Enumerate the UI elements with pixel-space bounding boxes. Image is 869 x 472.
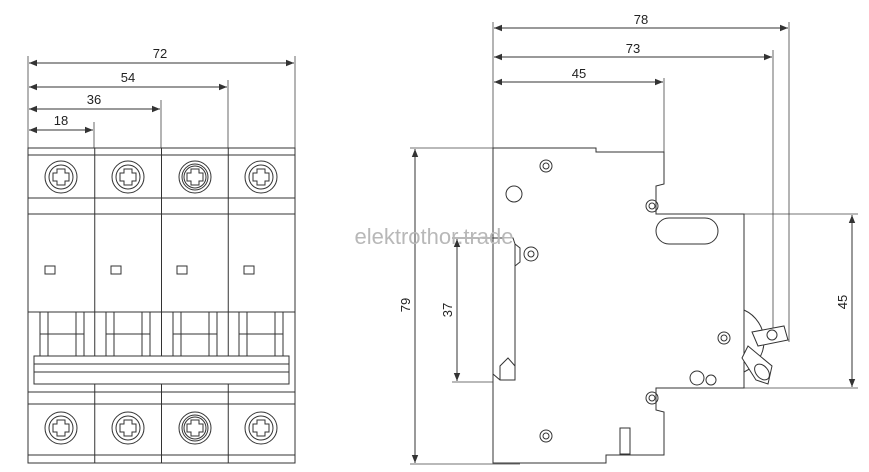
- hole-icon: [705, 374, 717, 386]
- screw-icon: [44, 160, 78, 194]
- screw-icon: [244, 411, 278, 445]
- indicator-windows: [44, 265, 255, 275]
- indicator-window: [176, 265, 188, 275]
- screw-icon: [178, 160, 212, 194]
- dim-label-78: 78: [634, 12, 648, 27]
- indicator-window: [110, 265, 122, 275]
- dim-label-45-top: 45: [572, 66, 586, 81]
- rivet-icon: [539, 429, 553, 443]
- dim-label-37: 37: [440, 303, 455, 317]
- clip-latch: [514, 243, 521, 267]
- indicator-window: [44, 265, 56, 275]
- dim-label-73: 73: [626, 41, 640, 56]
- rivet-icon: [717, 331, 731, 345]
- screw-icon: [244, 160, 278, 194]
- indicator-window: [243, 265, 255, 275]
- bottom-terminal-screws: [44, 411, 278, 445]
- front-view: 72 54 36 18: [27, 46, 296, 464]
- screw-icon: [44, 411, 78, 445]
- screw-icon: [178, 411, 212, 445]
- side-view: 78 73 45 79 37 45: [398, 12, 858, 465]
- dim-label-36: 36: [87, 92, 101, 107]
- dim-label-79: 79: [398, 298, 413, 312]
- din-rail-clip: [492, 237, 516, 381]
- rivet-icon: [645, 199, 659, 213]
- dim-label-45-right: 45: [835, 295, 850, 309]
- hole-icon: [505, 185, 523, 203]
- slot-opening: [655, 217, 719, 245]
- rivet-icon: [539, 159, 553, 173]
- rivet-icon: [645, 391, 659, 405]
- screw-icon: [111, 411, 145, 445]
- toggle-tie-bar: [33, 355, 290, 385]
- dim-label-72: 72: [153, 46, 167, 61]
- clip-hook: [499, 357, 516, 380]
- screw-icon: [111, 160, 145, 194]
- watermark-text: elektrothor.trade: [355, 224, 514, 249]
- dim-label-54: 54: [121, 70, 135, 85]
- rivet-icon: [523, 246, 539, 262]
- toggle-lever-side: [741, 309, 789, 385]
- dim-label-18: 18: [54, 113, 68, 128]
- terminal-post: [619, 427, 631, 455]
- top-terminal-screws: [44, 160, 278, 194]
- breaker-side-profile: [492, 147, 745, 464]
- hole-icon: [689, 370, 705, 386]
